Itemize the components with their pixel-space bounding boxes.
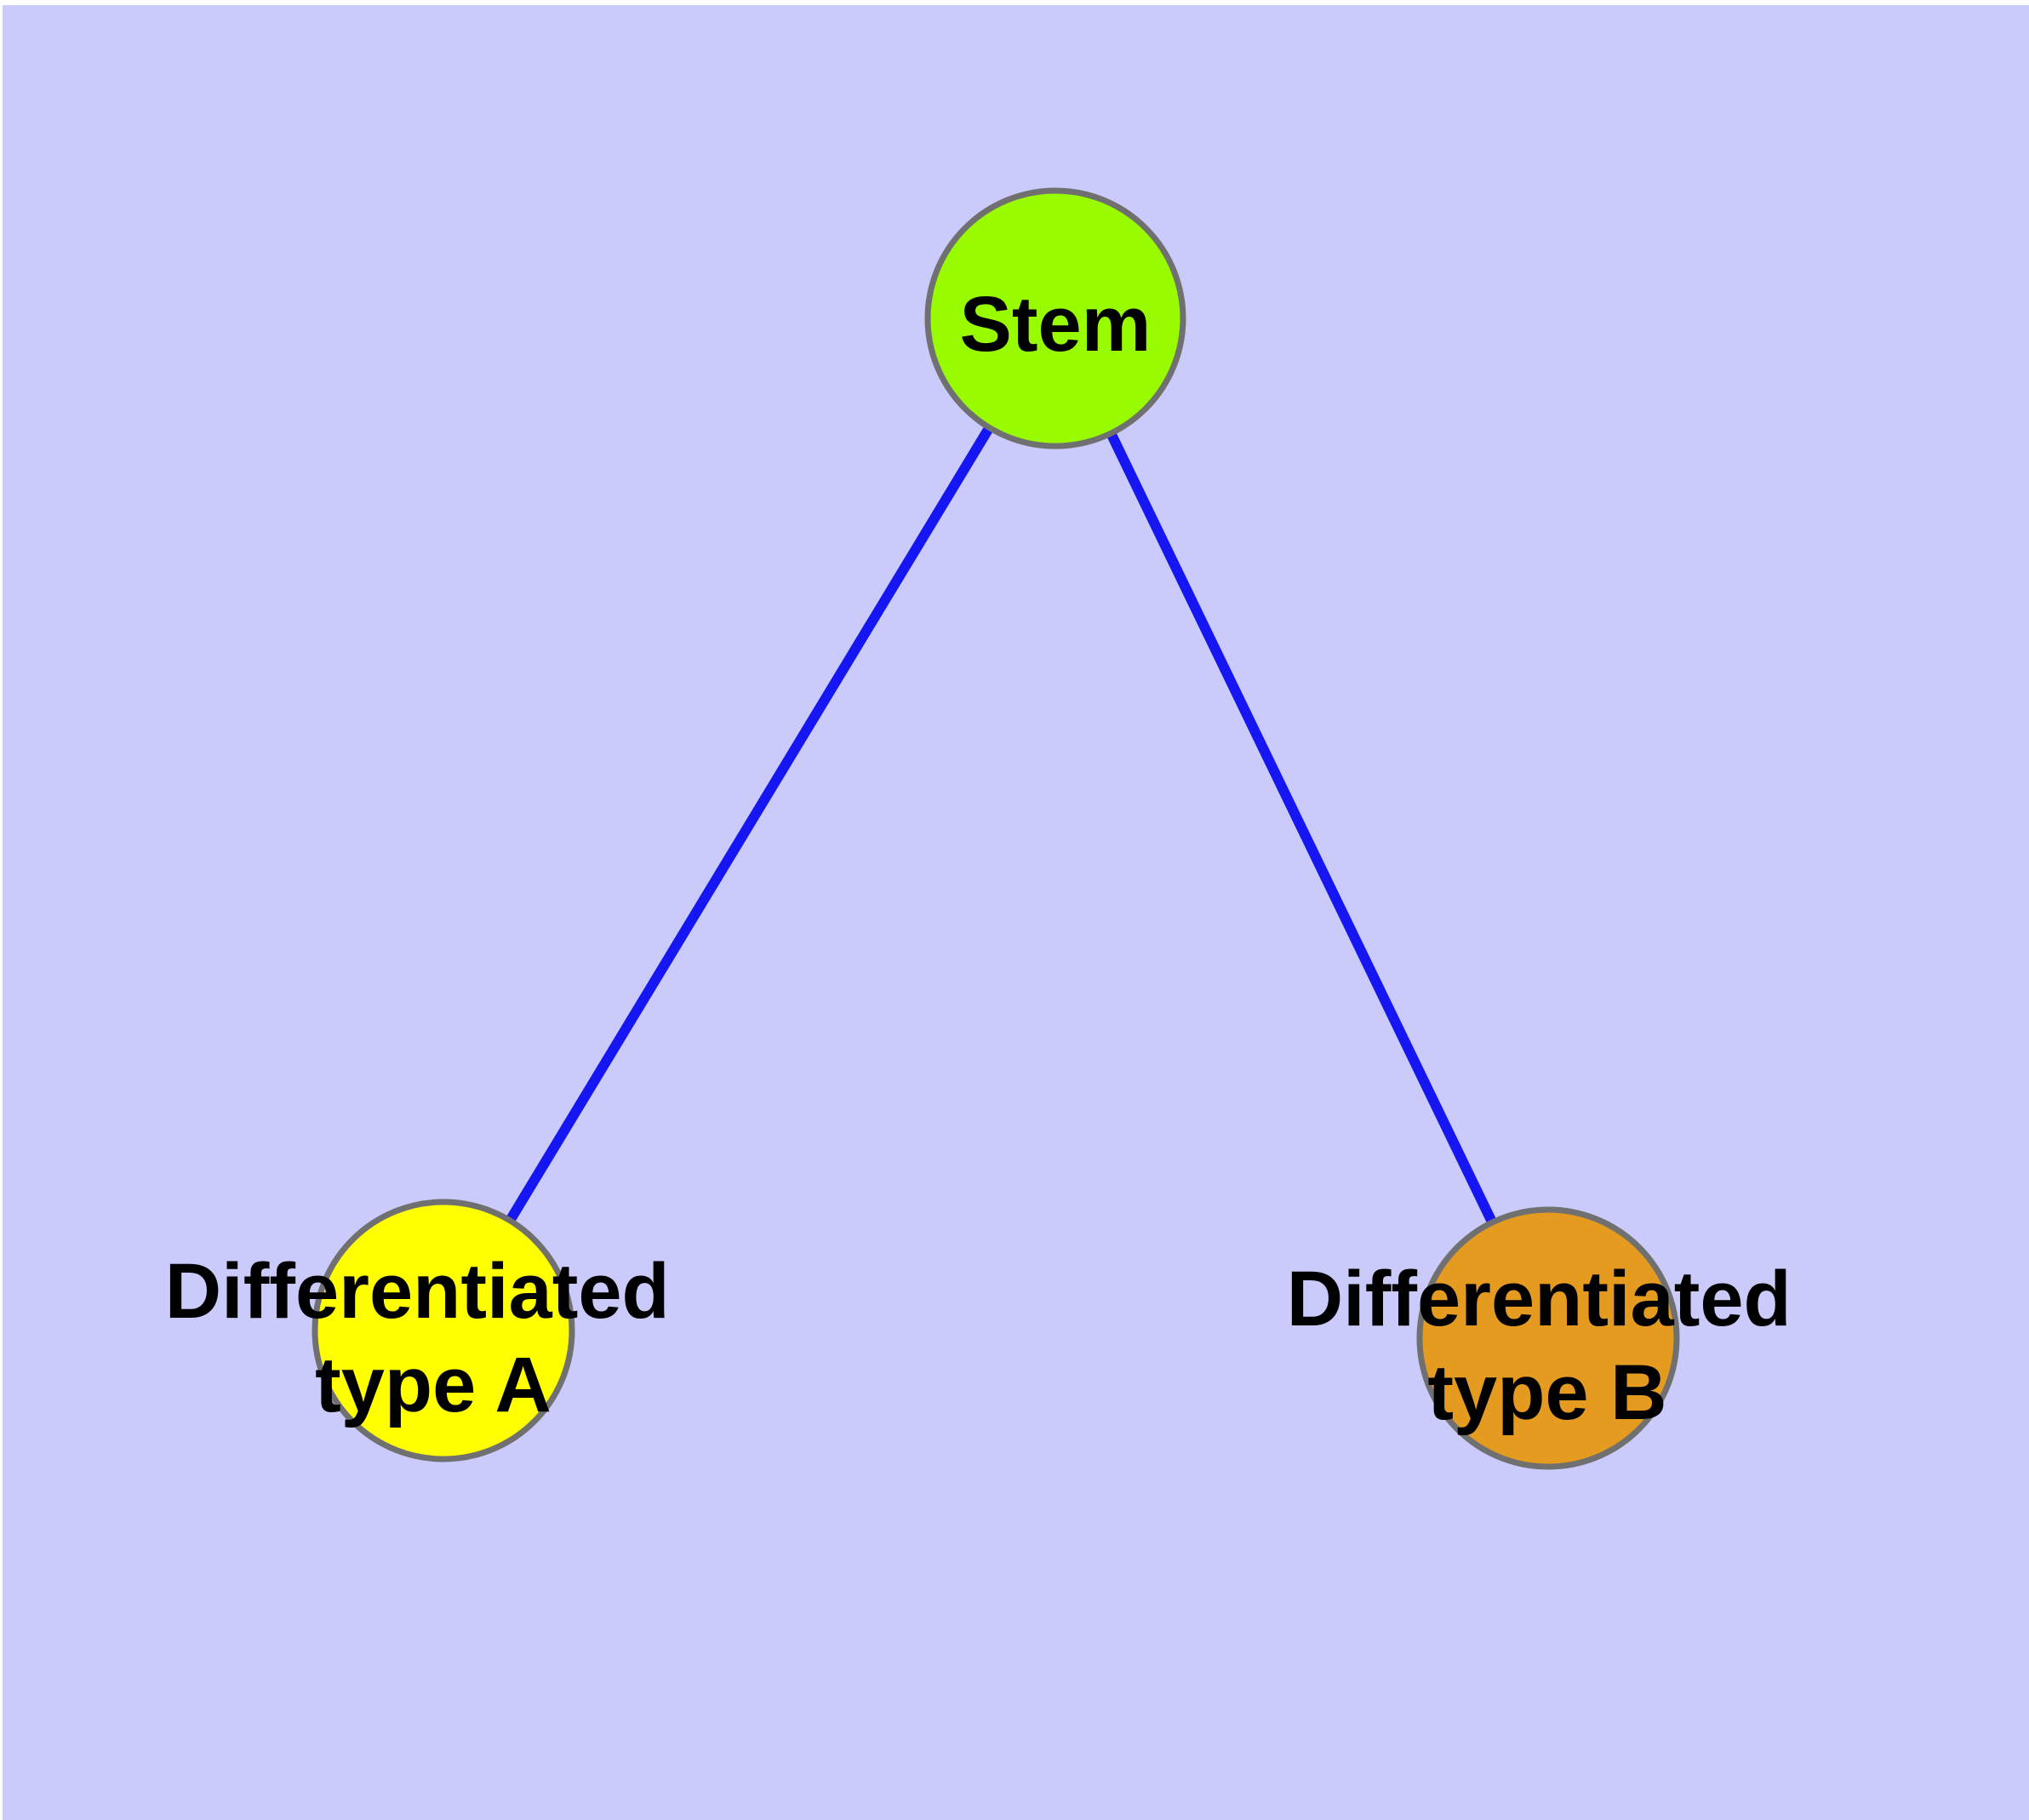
node-differentiated-type-a (311, 1199, 575, 1462)
node-differentiated-type-a-label-line1: Differentiated (165, 1248, 670, 1335)
node-stem (924, 187, 1186, 449)
node-differentiated-type-b-label-line1: Differentiated (1287, 1256, 1792, 1342)
node-differentiated-type-b (1416, 1206, 1680, 1470)
edge-stem-to-type-a (438, 315, 1060, 1334)
nodes (311, 187, 1680, 1470)
node-stem-label: Stem (960, 281, 1152, 368)
node-differentiated-type-b-label-line2: type B (1427, 1349, 1666, 1436)
node-labels: Stem Differentiated type A Differentiate… (165, 281, 1814, 1436)
edges (438, 315, 1553, 1341)
edge-stem-to-type-b (1050, 316, 1553, 1341)
node-differentiated-type-a-label-line2: type A (315, 1342, 552, 1428)
node-differentiated-type-b-label: Differentiated type B (1287, 1256, 1814, 1436)
node-differentiated-type-a-label: Differentiated type A (165, 1248, 692, 1428)
